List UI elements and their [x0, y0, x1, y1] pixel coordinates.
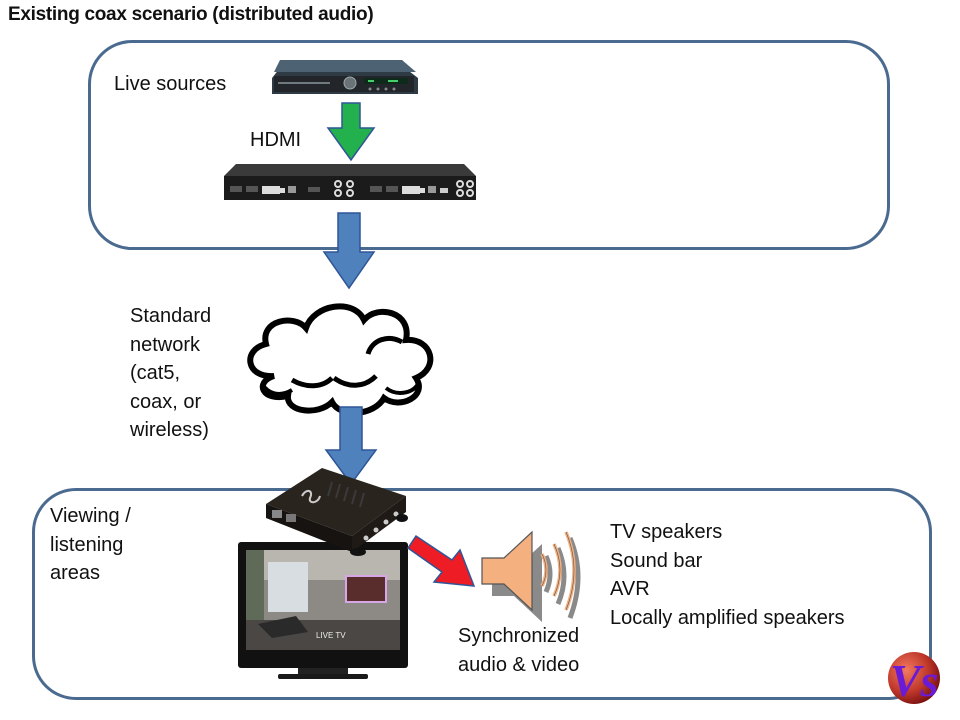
output-item: AVR: [610, 578, 650, 600]
hdmi-arrow-green: [326, 102, 376, 162]
output-item: Locally amplified speakers: [610, 606, 845, 629]
page-title: Existing coax scenario (distributed audi…: [8, 4, 374, 25]
arrow-to-receiver: [324, 406, 378, 486]
logo-text: Vs: [890, 655, 939, 706]
network-cloud-icon: [247, 303, 434, 416]
arrow-to-network: [322, 212, 376, 290]
sync-label-line: audio & video: [458, 653, 580, 676]
network-label-line: network: [130, 333, 201, 356]
network-label-line: (cat5,: [130, 362, 181, 384]
viewing-areas-panel: [32, 488, 932, 700]
network-label-line: coax, or: [130, 390, 202, 413]
sync-label: Synchronized audio & video: [458, 622, 579, 679]
viewing-label-line: Viewing /: [50, 505, 131, 527]
audio-arrow-red: [406, 534, 476, 587]
output-item: TV speakers: [610, 521, 723, 543]
network-label-line: Standard: [130, 305, 212, 327]
viewing-areas-label: Viewing / listening areas: [50, 502, 131, 588]
vs-logo-icon: Vs: [888, 652, 940, 706]
tv-icon: LIVE TV: [238, 542, 408, 679]
output-item: Sound bar: [610, 549, 703, 572]
receiver-device-icon: [266, 468, 408, 556]
sync-label-line: Synchronized: [458, 625, 580, 647]
network-label-line: wireless): [130, 419, 209, 441]
television: LIVE TV: [238, 542, 408, 680]
live-sources-label: Live sources: [114, 73, 227, 95]
tv-screen-text: LIVE TV: [316, 631, 346, 640]
network-label: Standard network (cat5, coax, or wireles…: [130, 302, 211, 445]
set-top-box-icon: [272, 60, 418, 94]
viewing-label-line: areas: [50, 562, 101, 584]
speaker-icon: [481, 530, 581, 622]
transmitter-device-icon: [224, 164, 476, 200]
viewing-label-line: listening: [50, 533, 124, 556]
hdmi-label: HDMI: [250, 129, 302, 151]
output-devices-list: TV speakers Sound bar AVR Locally amplif…: [610, 518, 845, 632]
live-sources-panel: [88, 40, 890, 250]
